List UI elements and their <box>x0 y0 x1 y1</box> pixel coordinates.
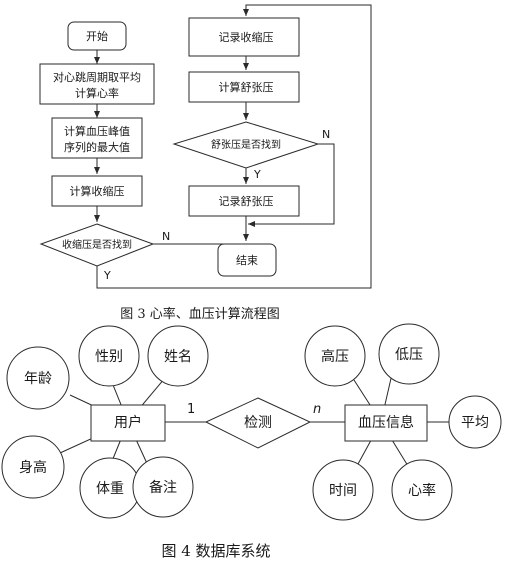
entity-bp-label: 血压信息 <box>358 414 414 431</box>
attr-circle-heartrate <box>391 459 453 521</box>
diastolic-no-label: N <box>322 128 330 141</box>
end-label: 结束 <box>236 254 258 267</box>
attr-notes-label: 备注 <box>149 479 177 496</box>
attr-name-label: 姓名 <box>164 349 192 365</box>
systolic-no-label: N <box>162 230 170 243</box>
systolic-decision <box>39 223 155 267</box>
attr-circle-average <box>448 395 502 449</box>
figure3-caption: 图 3 心率、血压计算流程图 <box>120 306 280 322</box>
er-labels: 年龄 性别 姓名 身高 体重 备注 高压 低压 平均 时间 心率 用户 血压信息… <box>19 347 489 499</box>
record-systolic-label: 记录收缩压 <box>219 30 274 44</box>
attr-weight-label: 体重 <box>96 481 124 497</box>
attr-circle-age <box>6 346 70 410</box>
attr-circle-name <box>147 325 209 387</box>
cycle-box <box>39 63 155 105</box>
attr-circle-height <box>1 435 65 499</box>
record-systolic-box <box>188 17 300 57</box>
peak-label-line1: 计算血压峰值 <box>64 124 130 138</box>
attr-heartrate-label: 心率 <box>408 482 436 499</box>
start-node <box>67 21 127 51</box>
relationship-label: 检测 <box>244 415 272 431</box>
flowchart-edge-labels: Y N Y N <box>103 128 330 282</box>
cycle-label-line2: 计算心率 <box>75 86 119 100</box>
record-diastolic-box <box>188 185 300 217</box>
calc-diastolic-label: 计算舒张压 <box>219 80 274 94</box>
attr-average-label: 平均 <box>461 415 489 431</box>
entity-bp-info <box>344 404 428 442</box>
attr-circle-gender <box>78 325 140 387</box>
figure4-caption: 图 4 数据库系统 <box>161 542 270 560</box>
diastolic-decision <box>172 121 320 169</box>
diastolic-decision-label: 舒张压是否找到 <box>211 138 281 151</box>
cardinality-user: 1 <box>187 402 195 417</box>
calc-systolic-box <box>51 175 143 207</box>
attr-gender-label: 性别 <box>95 349 123 365</box>
record-diastolic-label: 记录舒张压 <box>219 194 274 208</box>
calc-diastolic-box <box>188 71 300 103</box>
arrow-diastolic-no <box>248 143 335 227</box>
entity-user <box>90 404 166 442</box>
attr-height-label: 身高 <box>19 459 47 476</box>
flowchart-labels: 开始 对心跳周期取平均 计算心率 计算血压峰值 序列的最大值 计算收缩压 收缩压… <box>53 29 281 267</box>
peak-label-line2: 序列的最大值 <box>64 140 130 154</box>
attr-age-label: 年龄 <box>24 371 52 387</box>
attr-circle-time <box>312 459 374 521</box>
attr-time-label: 时间 <box>329 483 357 499</box>
systolic-decision-label: 收缩压是否找到 <box>62 238 132 251</box>
peak-box <box>51 117 143 159</box>
er-diagram <box>1 323 502 521</box>
arrow-systolic-yes <box>96 4 372 289</box>
entity-user-label: 用户 <box>114 414 142 431</box>
attr-circle-high <box>304 325 366 387</box>
attr-low-label: 低压 <box>395 347 423 363</box>
calc-systolic-label: 计算收缩压 <box>70 184 125 198</box>
relationship-detect <box>204 397 312 449</box>
diastolic-yes-label: Y <box>253 168 261 181</box>
attr-circle-low <box>378 323 440 385</box>
flowchart <box>39 4 372 289</box>
attr-high-label: 高压 <box>321 348 349 365</box>
systolic-yes-label: Y <box>103 269 111 282</box>
attr-circle-notes <box>132 456 194 518</box>
end-node <box>217 243 277 277</box>
cardinality-bp: n <box>313 402 321 417</box>
start-label: 开始 <box>86 29 108 43</box>
cycle-label-line1: 对心跳周期取平均 <box>53 70 141 84</box>
